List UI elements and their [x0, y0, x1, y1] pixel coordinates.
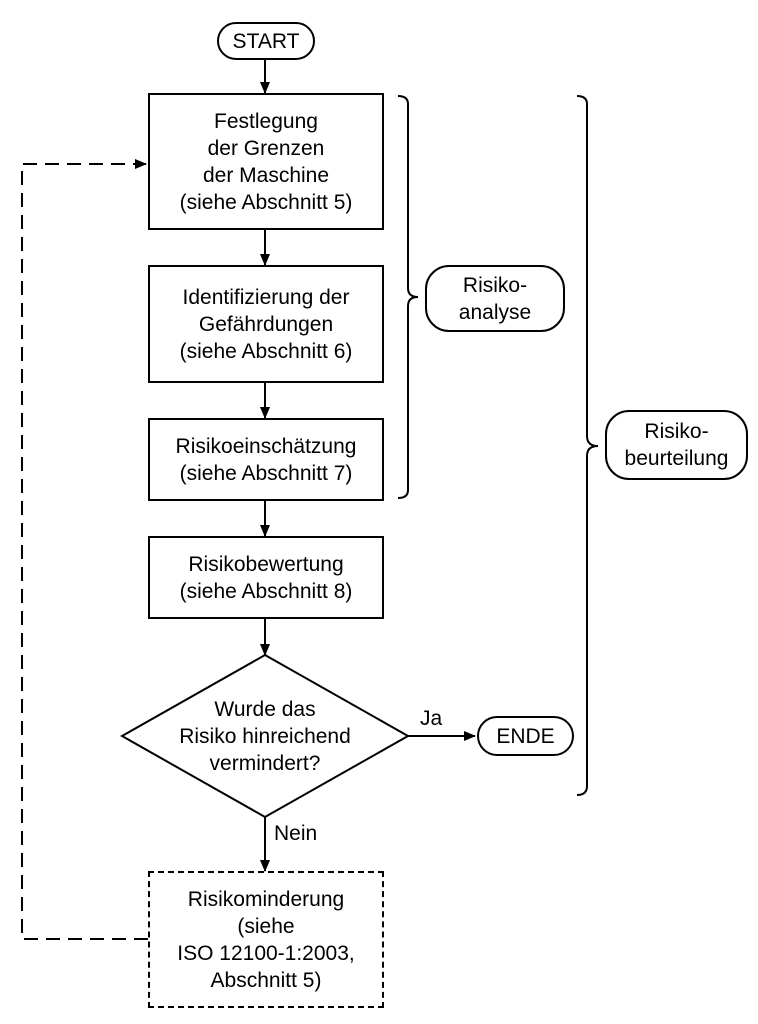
analysis-line2: analyse: [458, 300, 532, 324]
assessment-line2: beurteilung: [624, 447, 729, 470]
step1-line1: Festlegung: [214, 109, 318, 133]
step2-line1: Identifizierung der: [182, 285, 350, 309]
brace-risikoanalyse: [397, 95, 419, 499]
end-label: ENDE: [496, 724, 555, 748]
step3-line2: (siehe Abschnitt 7): [179, 461, 353, 485]
decision-line1: Wurde das: [214, 697, 316, 721]
no-label: Nein: [274, 822, 318, 845]
group-label-risikobeurteilung: Risiko- beurteilung: [605, 410, 748, 480]
decision-text: Wurde das Risiko hinreichend vermindert?: [155, 690, 375, 782]
reduction-line1: Risikominderung: [187, 887, 345, 911]
step3-line1: Risikoeinschätzung: [175, 434, 357, 458]
step2-line2: Gefährdungen: [198, 312, 334, 336]
end-terminal: ENDE: [477, 716, 574, 756]
reduction-line4: Abschnitt 5): [210, 968, 322, 992]
group-label-risikoanalyse: Risiko- analyse: [425, 265, 565, 332]
step1-line4: (siehe Abschnitt 5): [179, 190, 353, 214]
step-identifizierung-gefaehrdungen: Identifizierung der Gefährdungen (siehe …: [148, 265, 384, 383]
decision-diamond: [119, 653, 411, 819]
brace-risikobeurteilung: [576, 95, 599, 796]
analysis-line1: Risiko-: [462, 273, 528, 297]
step1-line2: der Grenzen: [207, 136, 325, 160]
feedback-loop-dashed: [21, 159, 148, 940]
step-risikobewertung: Risikobewertung (siehe Abschnitt 8): [148, 536, 384, 619]
decision-line2: Risiko hinreichend: [179, 724, 351, 748]
step4-line1: Risikobewertung: [188, 552, 344, 576]
step4-line2: (siehe Abschnitt 8): [179, 579, 353, 603]
decision-line3: vermindert?: [209, 751, 321, 775]
yes-label: Ja: [420, 707, 443, 730]
step1-line3: der Maschine: [202, 163, 330, 187]
reduction-line3: ISO 12100-1:2003,: [177, 941, 355, 965]
assessment-line1: Risiko-: [644, 420, 709, 443]
start-label: START: [232, 29, 300, 53]
step-risikominderung: Risikominderung (siehe ISO 12100-1:2003,…: [148, 871, 384, 1008]
step-risikoeinschaetzung: Risikoeinschätzung (siehe Abschnitt 7): [148, 418, 384, 501]
step2-line3: (siehe Abschnitt 6): [179, 339, 353, 363]
step-festlegung-grenzen: Festlegung der Grenzen der Maschine (sie…: [148, 93, 384, 230]
start-terminal: START: [217, 22, 315, 60]
reduction-line2: (siehe: [237, 914, 295, 938]
